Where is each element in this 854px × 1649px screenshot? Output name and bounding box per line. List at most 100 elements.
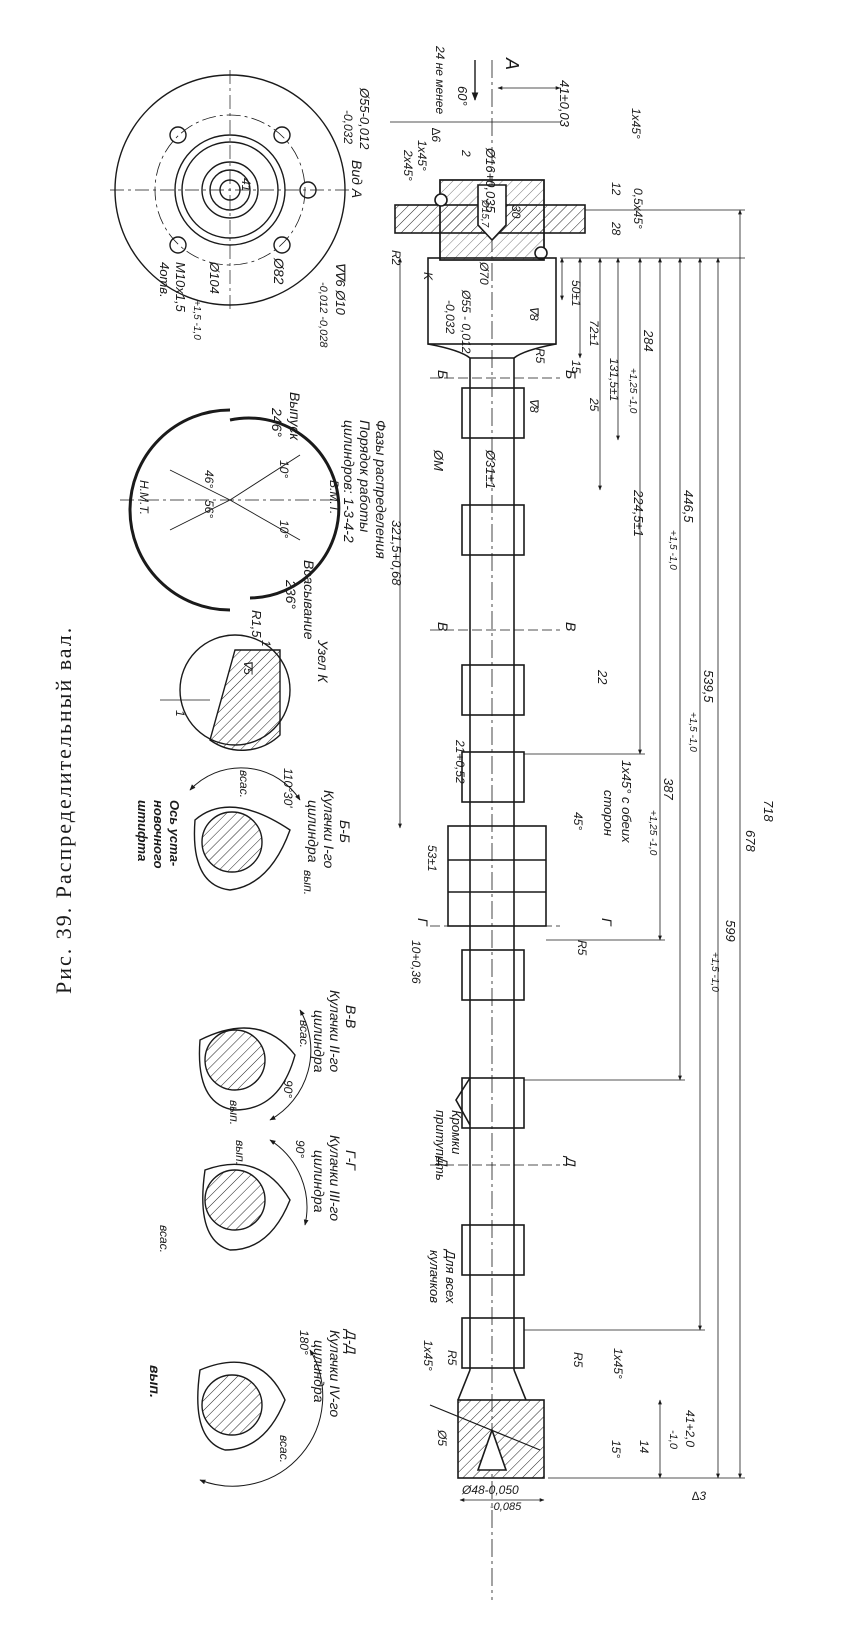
dim-539-5: 539,5 (701, 670, 716, 703)
section-3-id: Г-Г (343, 1150, 359, 1171)
note-all-cams-2: кулачков (427, 1250, 442, 1303)
dim-599: 599 (723, 920, 738, 942)
note-edges-1: Кромки (449, 1110, 464, 1154)
arrow-a-label: А (502, 57, 522, 70)
dim-599-tol: +1,5 -1,0 (709, 952, 720, 992)
bdc-label: Н.М.Т. (137, 480, 151, 515)
section-2-exhaust: вып. (227, 1100, 241, 1125)
dim-15: 15 (569, 360, 583, 374)
dim-53: 53±1 (425, 845, 439, 872)
dim-d104: Ø104 (207, 261, 222, 294)
dim-41-end-tol: -1,0 (667, 1430, 679, 1450)
cut-v-right: В (563, 622, 579, 631)
section-4-intake: всас. (277, 1435, 291, 1463)
dim-14: 14 (637, 1440, 651, 1454)
dim-d157: Ø15,7 (479, 199, 490, 228)
chamfer-1x45-a: 1x45° (415, 140, 429, 171)
dim-539-5-tol: +1,5 -1,0 (687, 712, 698, 752)
exhaust-label: Выпуск (287, 392, 303, 441)
section-4-id: Д-Д (343, 1328, 359, 1355)
dim-21: 21+0,52 (453, 739, 467, 784)
dim-d55-top-b: -0,032 (341, 110, 355, 144)
section-3-exhaust: вып. (233, 1140, 247, 1165)
dim-25: 25 (587, 397, 601, 412)
dim-10: 10+0,36 (409, 940, 423, 984)
dim-ne-menee: 24 не менее (433, 45, 447, 114)
intake-label: Всасывание (301, 560, 317, 640)
finish-8-a: ∇8 (527, 306, 541, 321)
cam-4 (461, 751, 525, 803)
dim-dm: ØM (431, 449, 446, 471)
section-v-v (198, 1009, 312, 1121)
shaft-main-view (390, 60, 745, 1600)
pin-axis-1: Ось уста- (167, 800, 182, 866)
cam-7 (461, 1224, 525, 1276)
dim-284-tol: +1,25 -1,0 (627, 368, 638, 414)
finish-3: ∆3 (692, 1489, 706, 1503)
dim-2: 2 (459, 149, 473, 157)
view-a-title: Вид А (349, 160, 365, 198)
dim-22: 22 (595, 669, 610, 685)
dim-41-view: 41 (239, 178, 253, 191)
pin-spec: ∇∇6 Ø10 (333, 262, 348, 316)
dim-d55-main: Ø55 - 0,012 (459, 289, 473, 354)
dim-d55-top: Ø55-0,012 (357, 87, 372, 150)
dim-50: 50±1 (569, 280, 583, 307)
dim-41-top: 41±0,03 (557, 80, 572, 128)
cam-sections (189, 767, 324, 1487)
chamfer-1x45-d: 1x45° (611, 1348, 625, 1379)
cut-v-left: В (435, 622, 451, 631)
bolt-hole (273, 236, 291, 254)
section-b-b (189, 767, 301, 891)
dim-131-5: 131,5±1 (607, 358, 621, 401)
section-3-line1: Кулачки III-го (327, 1135, 343, 1221)
section-1-line2: цилиндра (305, 800, 321, 863)
dim-446-5-tol: +1,5 -1,0 (667, 530, 678, 570)
cam-2 (461, 504, 525, 556)
dim-60: 60° (455, 86, 470, 106)
section-3-line2: цилиндра (311, 1150, 327, 1213)
cut-d-right: Д (563, 1155, 579, 1167)
radius-r5-b: R5 (575, 940, 589, 956)
note-all-cams-1: Для всех (443, 1248, 458, 1304)
tol-d104: +1,5 -1,0 (191, 300, 202, 340)
section-d-d (197, 1349, 324, 1487)
journal-2 (447, 825, 547, 927)
cut-g-left: Г (415, 918, 431, 927)
section-1-line1: Кулачки I-го (321, 790, 337, 869)
intake-value: 236° (283, 579, 299, 609)
radius-r5-c: R5 (445, 1350, 459, 1366)
radius-r5-a: R5 (533, 348, 547, 364)
section-2-intake: всас. (297, 1020, 311, 1048)
node-k-marker: K (421, 272, 435, 281)
section-2-line1: Кулачки II-го (327, 990, 343, 1072)
cut-b-left: Б (435, 370, 451, 379)
node-k-t1: 1 (259, 640, 273, 647)
dim-28: 28 (609, 221, 623, 236)
section-2-id: В-В (343, 1005, 359, 1028)
cut-b-right: Б (563, 370, 579, 379)
section-1-id: Б-Б (337, 820, 353, 843)
angle-45: 45° (571, 812, 585, 830)
dim-321-5: 321,5+0,68 (389, 520, 404, 586)
chamfer-2x45: 2x45° (401, 149, 415, 181)
cut-g-right: Г (599, 918, 615, 927)
tdc-label: В.М.Т. (327, 480, 341, 514)
dim-387-tol: +1,25 -1,0 (647, 810, 658, 856)
section-2-angle: 90° (281, 1080, 295, 1098)
bolt-hole (169, 236, 187, 254)
bolt-hole (273, 126, 291, 144)
dim-387: 387 (661, 778, 676, 800)
pin-axis-2: новочного (151, 800, 166, 869)
section-g-g (202, 1139, 309, 1251)
valve-timing-diagram (120, 408, 341, 612)
node-k-t2: 1 (173, 710, 187, 717)
pin-axis-3: штифта (135, 800, 150, 861)
dim-d82: Ø82 (271, 257, 287, 285)
phases-title: Фазы распределения (373, 420, 389, 559)
section-1-exhaust: вып. (301, 870, 315, 895)
dim-224-5: 224,5±1 (631, 489, 646, 537)
bolt-hole (169, 126, 187, 144)
